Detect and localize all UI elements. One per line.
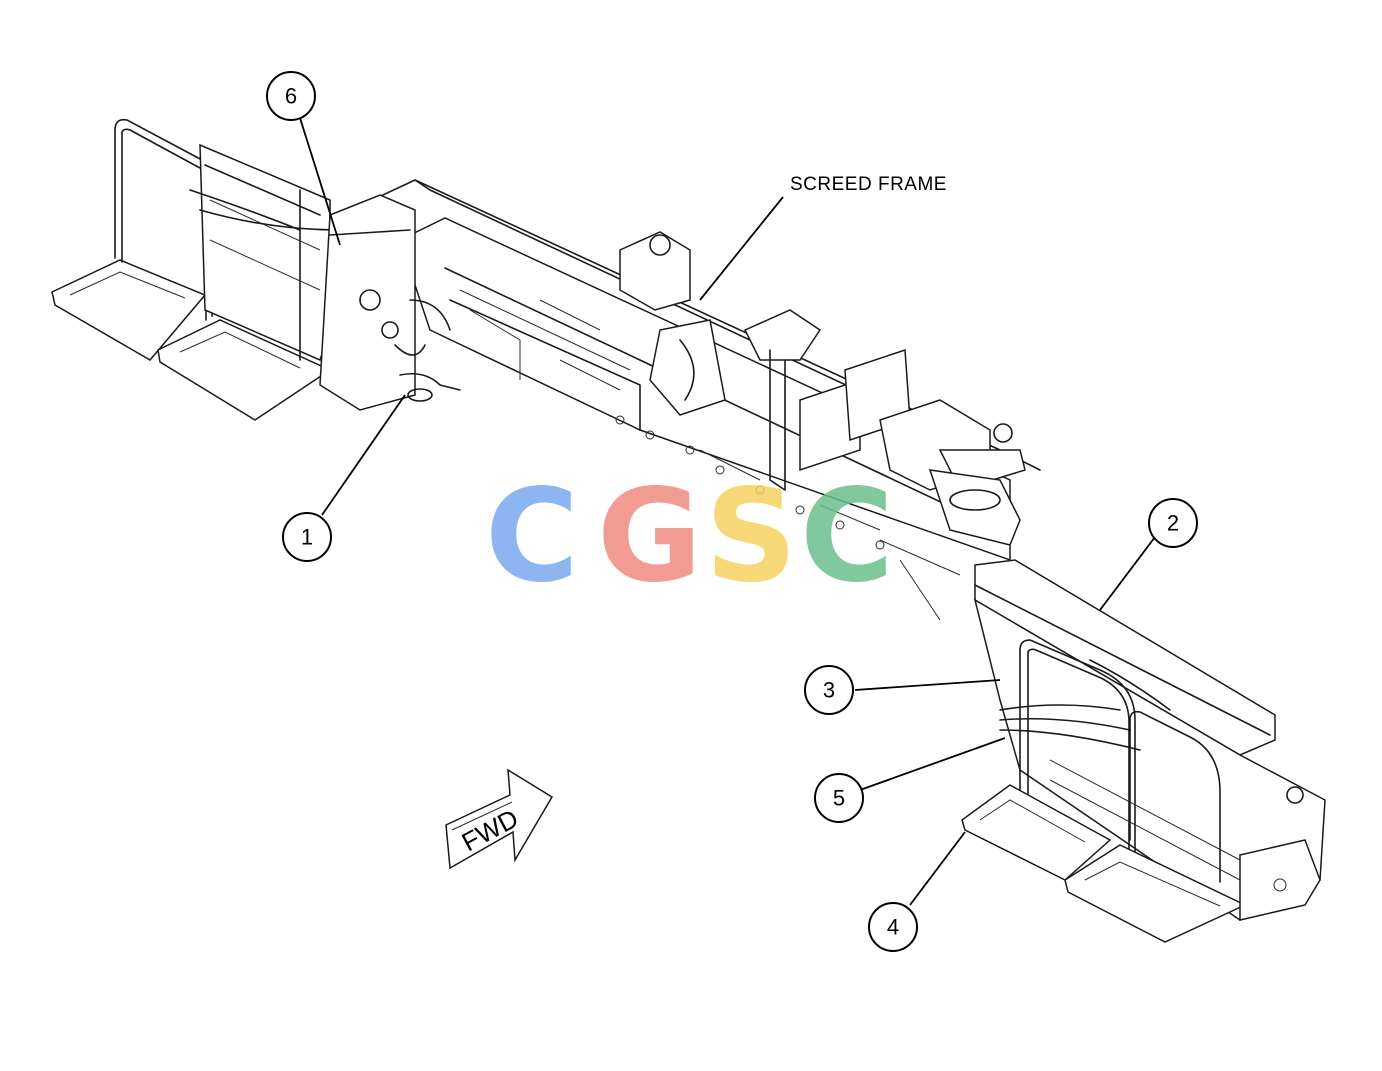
callout-3-number: 3 xyxy=(823,678,835,703)
callout-4-number: 4 xyxy=(887,915,899,940)
right-platform-drawing xyxy=(961,559,1326,943)
screed-frame-callout: SCREED FRAME xyxy=(699,174,947,301)
watermark-logo: C G S C xyxy=(485,462,894,611)
callout-2: 2 xyxy=(1148,498,1198,548)
leader-line-2 xyxy=(1099,536,1156,611)
leader-line-3 xyxy=(854,679,1001,691)
screed-frame-drawing xyxy=(339,179,1041,621)
callout-5: 5 xyxy=(814,773,864,823)
watermark-letter-4: C xyxy=(800,462,894,611)
leader-line-4 xyxy=(909,831,966,906)
forward-direction-arrow: FWD xyxy=(445,768,554,870)
left-platform-drawing xyxy=(51,118,461,421)
callout-1: 1 xyxy=(282,512,332,562)
callout-3: 3 xyxy=(804,665,854,715)
leader-line-6 xyxy=(299,117,341,246)
callout-2-number: 2 xyxy=(1167,511,1179,536)
screed-frame-label: SCREED FRAME xyxy=(790,174,947,195)
callout-6-number: 6 xyxy=(285,84,297,109)
leader-line-1 xyxy=(321,394,406,516)
leader-line-5 xyxy=(859,737,1006,791)
callout-4: 4 xyxy=(868,902,918,952)
watermark-letter-3: S xyxy=(705,462,797,611)
callout-5-number: 5 xyxy=(833,786,845,811)
callout-6: 6 xyxy=(266,71,316,121)
callout-1-number: 1 xyxy=(301,525,313,550)
watermark-letter-2: G xyxy=(597,462,702,611)
watermark-letter-1: C xyxy=(485,462,579,611)
